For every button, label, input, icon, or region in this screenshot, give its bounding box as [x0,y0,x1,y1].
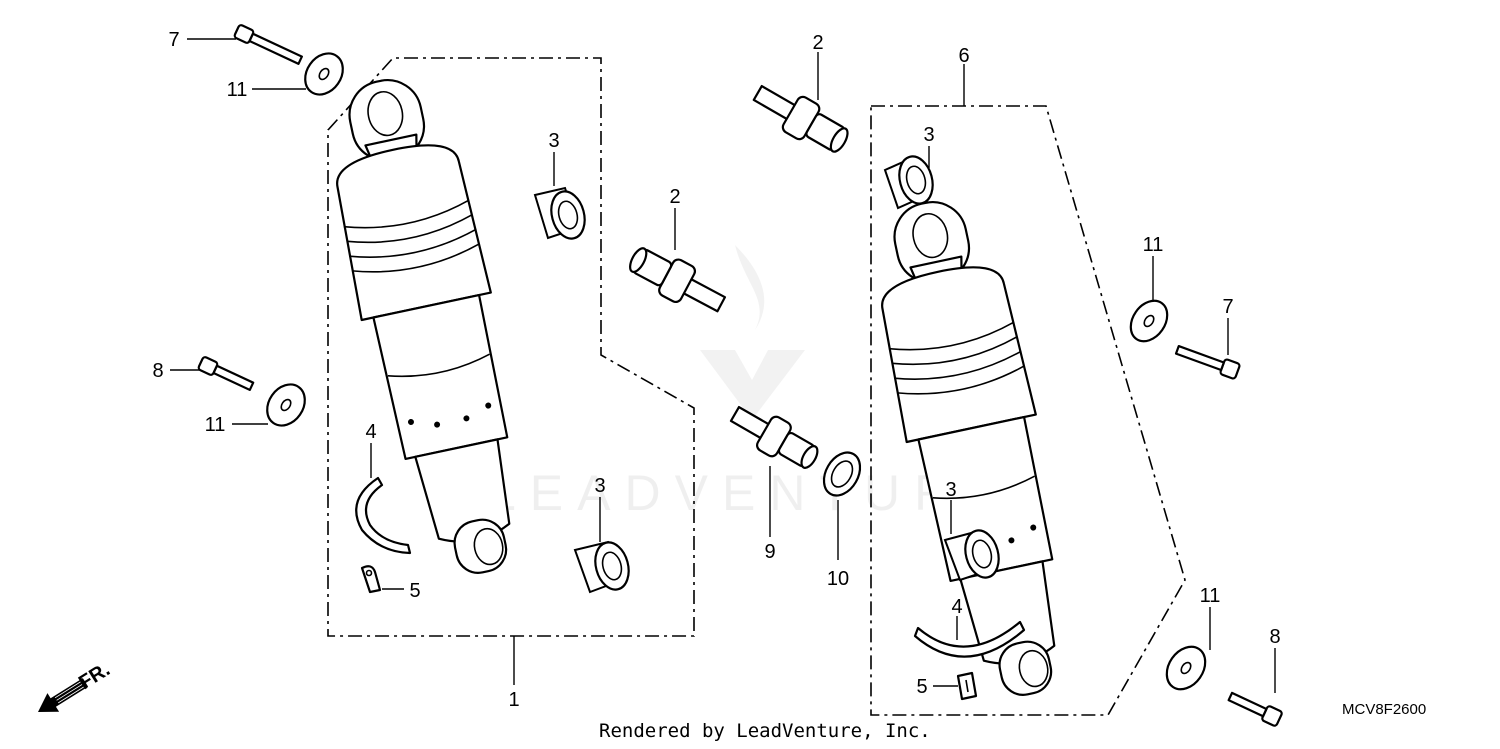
callout-2-middle: 2 [669,186,680,208]
washer-11-upper-left [304,52,344,96]
diagram-code: MCV8F2600 [1342,701,1426,718]
assembly-1-outline [327,57,695,637]
callout-8-lower-right: 8 [1269,626,1280,648]
right-shock-absorber [881,201,1056,696]
front-arrow-icon [38,678,89,712]
callout-11-lower-right: 11 [1200,585,1221,607]
callout-3-upper-right: 3 [923,124,934,146]
front-direction-indicator: FR. [38,659,114,712]
bolt-8-lower-right [1227,691,1283,727]
stopper-5-right [956,671,978,701]
bushing-3-upper-left [533,186,586,240]
callout-5-right: 5 [916,676,927,698]
left-shock-absorber [336,79,511,574]
stud-bolt-9 [729,405,819,469]
callout-6: 6 [958,45,969,67]
callout-7-upper-left: 7 [168,29,179,51]
bushing-3-lower-left [573,540,630,594]
washer-10 [822,451,862,497]
callout-8-left: 8 [152,360,163,382]
watermark: LEADVENTURE [488,245,1012,521]
callout-2-upper: 2 [812,32,823,54]
callout-5-left: 5 [409,580,420,602]
callout-4-right: 4 [951,596,962,618]
callout-1: 1 [508,689,519,711]
stopper-5-left [360,565,382,594]
callout-labels: 7 11 8 11 3 2 2 4 3 5 1 6 3 11 7 9 10 3 … [152,29,1280,711]
stud-bolt-2-middle [629,247,727,313]
bolt-7-right [1174,344,1241,380]
callout-11-left: 11 [205,414,226,436]
bolt-7-upper-left [233,24,303,65]
callout-4-left: 4 [365,421,376,443]
callout-3-upper-left: 3 [548,130,559,152]
washer-11-left [266,383,306,427]
callout-9: 9 [764,541,775,563]
callout-11-upper-left: 11 [227,79,248,101]
callout-3-lower-left: 3 [594,475,605,497]
spring-clip-4-left [355,476,412,555]
washer-11-lower-right [1165,645,1207,691]
callout-7-right: 7 [1222,296,1233,318]
stud-bolt-2-upper [752,84,849,153]
washer-11-right [1129,299,1169,343]
callout-11-right: 11 [1143,234,1164,256]
spring-clip-4-right [913,620,1026,658]
bushing-3-lower-right [943,529,1000,582]
assembly-6-outline [870,105,1186,716]
leader-lines [170,38,1276,693]
rendered-by-credit: Rendered by LeadVenture, Inc. [599,720,931,742]
callout-3-lower-right: 3 [945,479,956,501]
bolt-8-left [197,356,255,392]
watermark-text: LEADVENTURE [488,465,1012,521]
callout-10: 10 [827,568,849,590]
bushing-3-upper-right [883,155,934,210]
